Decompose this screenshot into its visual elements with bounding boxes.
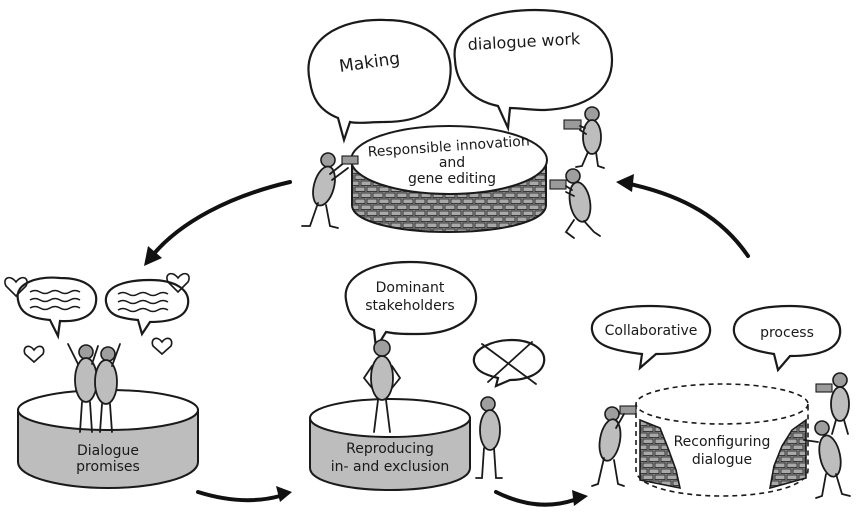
arrow-right-to-top	[628, 182, 750, 258]
dashed-cylinder-top	[635, 383, 809, 425]
figure-builder-left	[301, 152, 359, 229]
middle-cylinder-top	[309, 398, 471, 438]
arrowhead-icon	[616, 174, 634, 192]
heart-icon	[151, 337, 173, 356]
middle-cylinder-label-line2: in- and exclusion	[331, 459, 450, 475]
right-center-label-line1: Reconfiguring	[674, 434, 771, 450]
left-cylinder-label-line1: Dialogue	[77, 443, 139, 459]
middle-cylinder-side	[309, 417, 471, 492]
crossed-out-speech-bubble	[472, 338, 546, 388]
cycle-arrows	[144, 174, 750, 507]
heart-icon	[4, 276, 28, 298]
left-speech-bubble-a-text	[29, 289, 81, 311]
well-label-line3: gene editing	[408, 171, 496, 187]
figure-dominant-stakeholder	[362, 339, 402, 433]
bubble-text-dominant: Dominant	[376, 280, 445, 296]
bubble-text-stakeholders: stakeholders	[365, 298, 454, 314]
figure-builder-right	[549, 168, 601, 239]
arrowhead-icon	[276, 486, 292, 502]
figure-excluded	[475, 396, 503, 479]
figure-collaborator-left	[591, 405, 637, 487]
middle-scene: Dominant stakeholders Reproducing in- an…	[309, 260, 546, 492]
left-cylinder-side	[17, 409, 199, 490]
arrow-middle-to-right	[494, 490, 576, 507]
left-speech-bubble-b-text	[117, 291, 169, 313]
figure-pair-cheering	[67, 343, 121, 433]
right-center-label-line2: dialogue	[692, 452, 752, 468]
arrow-top-to-left	[150, 180, 292, 258]
bubble-text-process: process	[760, 325, 814, 341]
speech-bubble-collaborative	[590, 304, 712, 371]
bubble-text-collaborative: Collaborative	[605, 323, 698, 339]
right-scene: Collaborative process Reconfiguring dial…	[590, 304, 851, 499]
arrow-left-to-middle	[196, 490, 282, 503]
figure-collaborator-right-top	[815, 372, 850, 435]
heart-icon	[23, 345, 45, 364]
speech-bubble-making	[307, 18, 452, 144]
figure-collaborator-right-bottom	[803, 420, 851, 499]
top-scene: Making dialogue work Responsible innovat…	[301, 8, 614, 239]
cross-mark-icon	[481, 341, 537, 385]
middle-cylinder-label-line1: Reproducing	[346, 441, 434, 457]
heart-icon	[166, 272, 190, 294]
speech-bubble-dominant-stakeholders	[344, 260, 478, 352]
figure-carrier-top-right	[563, 106, 605, 169]
speech-bubble-dialogue-work	[453, 8, 614, 133]
left-cylinder-label-line2: promises	[76, 459, 140, 475]
speech-bubble-process	[732, 304, 842, 373]
brick-wall-right-section	[768, 418, 807, 490]
left-speech-bubble-b	[104, 278, 190, 337]
well-label-line2: and	[439, 155, 465, 171]
left-scene: Dialogue promises	[4, 272, 199, 490]
arrowhead-icon	[144, 246, 162, 266]
arrowhead-icon	[572, 490, 588, 506]
brick-wall-left-section	[639, 418, 682, 490]
